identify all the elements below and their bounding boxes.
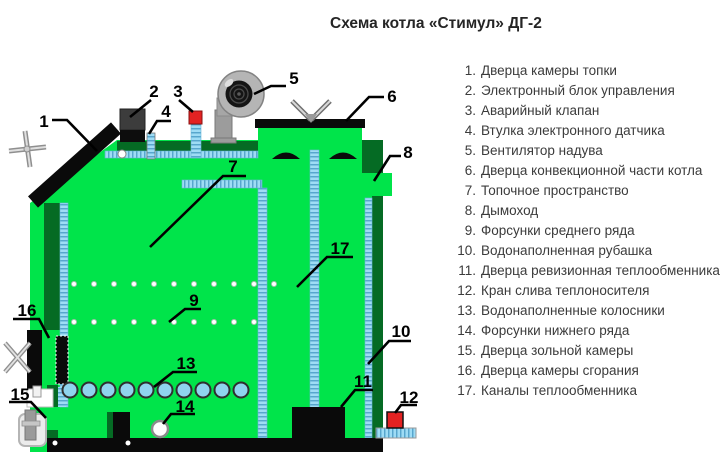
- callout-7: 7: [228, 157, 237, 176]
- legend-item: 17.Каналы теплообменника: [457, 383, 637, 398]
- callout-4: 4: [161, 102, 171, 121]
- convection-door-handle-icon: [290, 99, 332, 123]
- callout-leaders: [9, 84, 417, 425]
- callout-6: 6: [387, 87, 396, 106]
- legend-item: 1.Дверца камеры топки: [464, 63, 617, 78]
- sensor-bushing: [146, 132, 156, 160]
- callout-14: 14: [176, 397, 195, 416]
- control-unit: [119, 108, 146, 142]
- callout-17: 17: [331, 239, 350, 258]
- safety-valve: [188, 110, 203, 159]
- blower-fan: [210, 70, 265, 144]
- legend-item: 2.Электронный блок управления: [464, 83, 675, 98]
- callout-16: 16: [18, 301, 37, 320]
- legend-item: 3.Аварийный клапан: [464, 103, 600, 118]
- lower-row-nozzle: [150, 419, 170, 439]
- callout-2: 2: [149, 82, 158, 101]
- boiler-body: [30, 126, 392, 452]
- legend-item: 5.Вентилятор надува: [464, 143, 603, 158]
- callout-8: 8: [403, 143, 412, 162]
- legend-item: 15.Дверца зольной камеры: [457, 343, 634, 358]
- water-grates: [61, 381, 250, 399]
- callout-numbers: 1 2 3 4 5 6 7 8 9 10 11 12 13 14 15 16 1…: [11, 69, 419, 416]
- legend-item: 6.Дверца конвекционной части котла: [464, 163, 703, 178]
- drain-valve: [375, 411, 417, 439]
- top-bolt: [117, 149, 127, 159]
- callout-13: 13: [177, 354, 196, 373]
- legend-list: 1.Дверца камеры топки 2.Электронный блок…: [450, 61, 720, 401]
- legend-item: 16.Дверца камеры сгорания: [457, 363, 639, 378]
- boiler-bottom: [47, 438, 383, 452]
- revision-door: [292, 407, 345, 438]
- convection-vents: [272, 152, 357, 159]
- water-level-line: [104, 150, 259, 159]
- legend-item: 13.Водонаполненные колосники: [457, 303, 665, 318]
- legend-item: 11.Дверца ревизионная теплообменника: [458, 263, 720, 278]
- callout-11: 11: [354, 372, 372, 391]
- convection-box: [258, 126, 362, 142]
- firebox-door: [28, 122, 121, 208]
- legend-item: 8.Дымоход: [464, 203, 539, 218]
- bottom-bolt: [125, 440, 131, 446]
- bottom-support: [113, 412, 130, 442]
- legend-item: 12.Кран слива теплоносителя: [457, 283, 650, 298]
- callout-10: 10: [392, 322, 411, 341]
- callout-3: 3: [173, 82, 182, 101]
- legend-item: 14.Форсунки нижнего ряда: [457, 323, 630, 338]
- middle-row-nozzles: [71, 281, 277, 325]
- callout-5: 5: [289, 69, 298, 88]
- water-jacket: [364, 197, 373, 439]
- convection-door: [255, 119, 365, 128]
- combustion-chamber-door: [3, 330, 69, 389]
- bottom-bolt: [52, 440, 58, 446]
- legend-item: 9.Форсунки среднего ряда: [464, 223, 635, 238]
- callout-9: 9: [189, 291, 198, 310]
- legend-item: 10.Водонаполненная рубашка: [457, 243, 653, 258]
- legend-item: 7.Топочное пространство: [464, 183, 629, 198]
- boiler-schematic: 1 2 3 4 5 6 7 8 9 10 11 12 13 14 15 16 1…: [3, 69, 419, 452]
- callout-15: 15: [11, 385, 30, 404]
- firebox-door-handle-icon: [8, 130, 47, 168]
- ash-chamber-door: [18, 385, 66, 447]
- chimney-outlet: [362, 173, 392, 196]
- legend-item: 4.Втулка электронного датчика: [464, 123, 665, 138]
- page-title: Схема котла «Стимул» ДГ-2: [330, 15, 542, 32]
- callout-1: 1: [39, 112, 48, 131]
- callout-12: 12: [400, 388, 419, 407]
- boiler-diagram: 1 2 3 4 5 6 7 8 9 10 11 12 13 14 15 16 1…: [3, 69, 419, 452]
